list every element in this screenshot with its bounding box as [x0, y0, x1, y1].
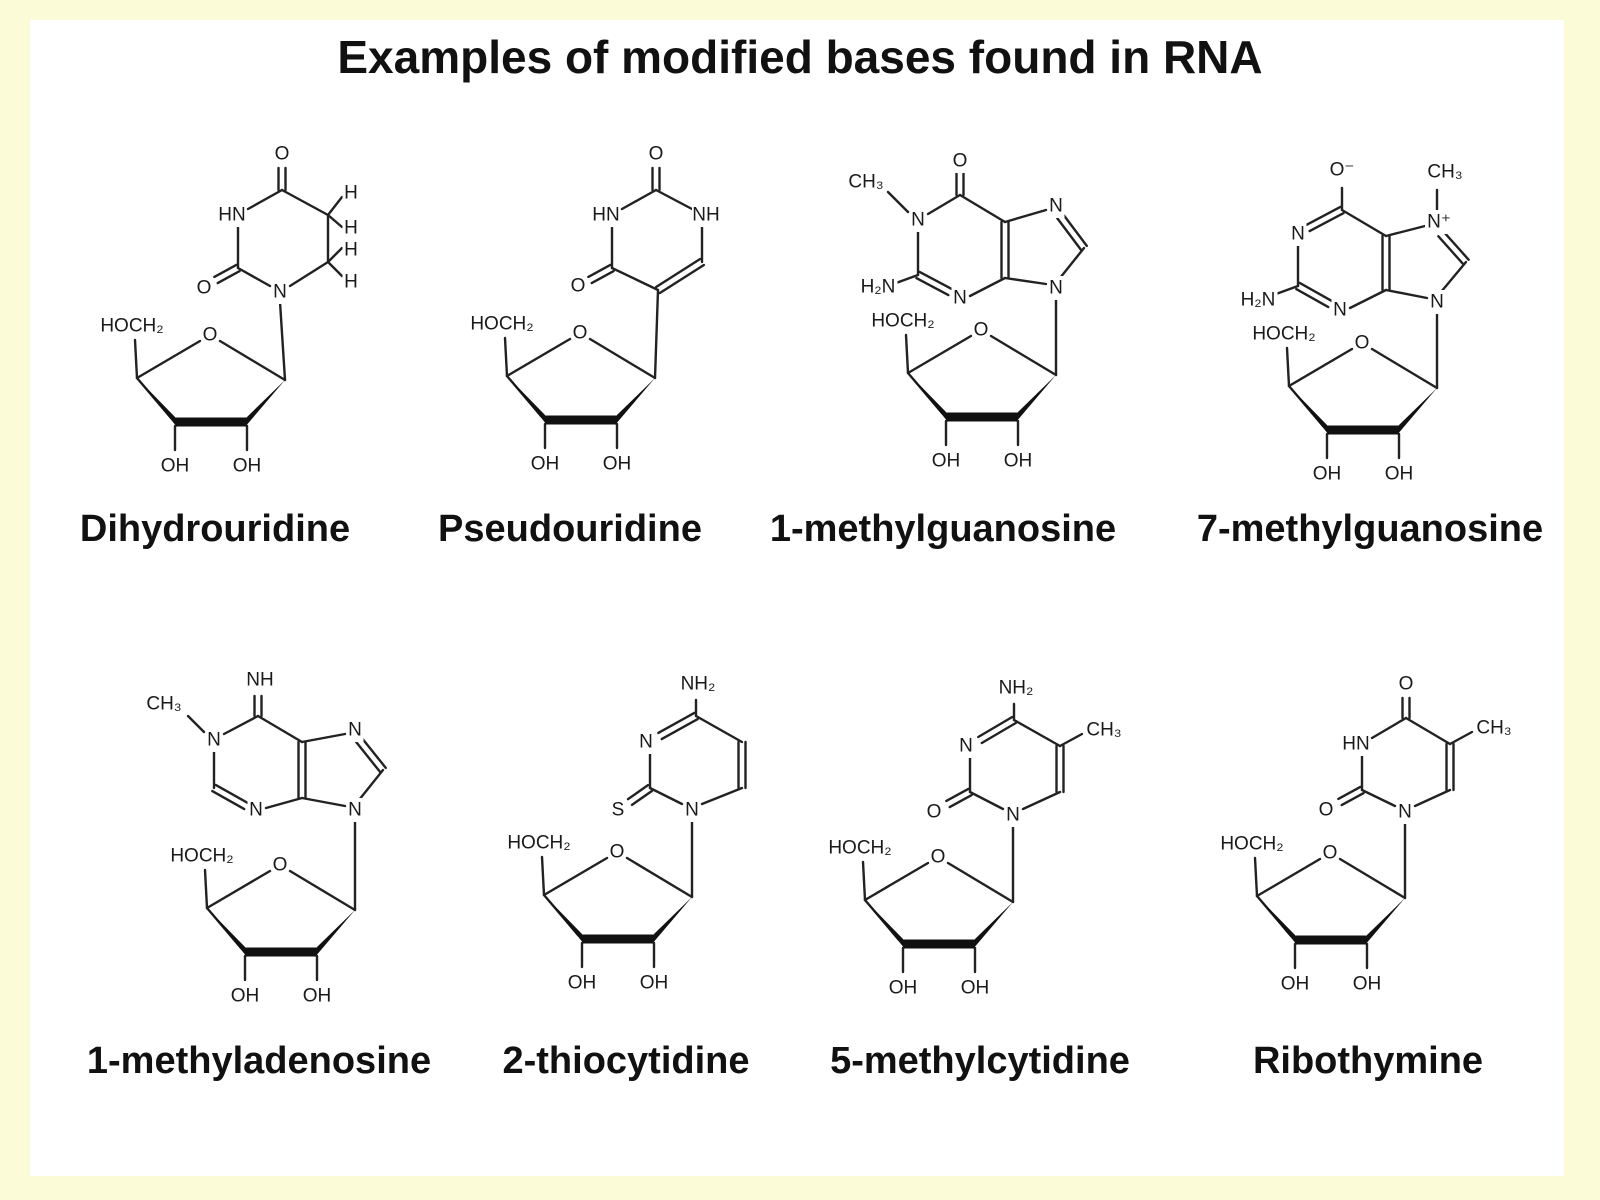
nitrogen-label: N — [1430, 292, 1444, 313]
hydrogen-label: H — [344, 272, 358, 293]
hydroxyl-label: OH — [233, 456, 262, 477]
hydroxyl-label: OH — [231, 986, 260, 1007]
structure-ribothymine: HOCH₂ O OH OH O O CH₃ N HN — [1220, 672, 1514, 996]
hydroxyl-label: OH — [889, 978, 918, 999]
nh-label: HN — [592, 205, 619, 226]
hydroxyl-label: OH — [568, 973, 597, 994]
hydroxyl-label: OH — [1281, 974, 1310, 995]
hydroxyl-label: OH — [1313, 464, 1342, 485]
carbonyl-oxygen-label: O — [953, 151, 968, 172]
methyl-label: CH₃ — [1086, 720, 1121, 741]
compound-name-7-methylguanosine: 7-methylguanosine — [1196, 508, 1544, 550]
hydroxyl-label: OH — [1353, 974, 1382, 995]
hydroxyl-label: OH — [932, 451, 961, 472]
compound-name-dihydrouridine: Dihydrouridine — [79, 508, 351, 550]
hoch2-label: HOCH₂ — [1220, 834, 1283, 855]
nitrogen-label: N — [911, 210, 925, 231]
hydrogen-label: H — [344, 240, 358, 261]
ring-oxygen-label: O — [610, 842, 625, 863]
compound-name-1-methylguanosine: 1-methylguanosine — [769, 508, 1117, 550]
hydroxyl-label: OH — [1004, 451, 1033, 472]
hoch2-label: HOCH₂ — [100, 316, 163, 337]
hoch2-label: HOCH₂ — [470, 314, 533, 335]
hoch2-label: HOCH₂ — [170, 846, 233, 867]
ring-oxygen-label: O — [203, 325, 218, 346]
methyl-label: CH₃ — [1476, 718, 1511, 739]
imine-label: NH — [246, 670, 273, 691]
nitrogen-label: N — [953, 288, 967, 309]
carbonyl-oxygen-label: O — [1319, 800, 1334, 821]
hoch2-label: HOCH₂ — [1252, 324, 1315, 345]
nitrogen-label: N — [1049, 278, 1063, 299]
ring-oxygen-label: O — [273, 855, 288, 876]
structure-7-methylguanosine: HOCH₂ O OH OH O⁻ CH₃ H₂N N N⁺ N N — [1238, 158, 1470, 486]
nh-label: HN — [1342, 734, 1369, 755]
structure-2-thiocytidine: HOCH₂ O OH OH S NH₂ N N — [507, 672, 747, 995]
ring-oxygen-label: O — [1355, 333, 1370, 354]
structure-1-methylguanosine: HOCH₂ O OH OH O CH₃ H₂N N N N N — [846, 149, 1089, 473]
hydroxyl-label: OH — [961, 978, 990, 999]
hoch2-label: HOCH₂ — [507, 833, 570, 854]
nitrogen-label: N — [639, 732, 653, 753]
nitrogen-label: N — [685, 800, 699, 821]
hoch2-label: HOCH₂ — [828, 838, 891, 859]
carbonyl-oxygen-label: O — [649, 144, 664, 165]
sulfur-label: S — [612, 800, 625, 821]
compound-name-ribothymine: Ribothymine — [1252, 1040, 1484, 1082]
carbonyl-oxygen-label: O — [571, 276, 586, 297]
methyl-label: CH₃ — [1427, 162, 1462, 183]
hydroxyl-label: OH — [303, 986, 332, 1007]
compound-name-pseudouridine: Pseudouridine — [438, 508, 702, 550]
methyl-label: CH₃ — [848, 172, 883, 193]
nitrogen-label: N — [1333, 300, 1347, 321]
hydroxyl-label: OH — [1385, 464, 1414, 485]
hydroxyl-label: OH — [640, 973, 669, 994]
nitrogen-label: N — [1398, 802, 1412, 823]
carbonyl-oxygen-label: O — [275, 144, 290, 165]
nitrogen-label: N — [249, 800, 263, 821]
structure-1-methyladenosine: HOCH₂ O OH OH NH CH₃ N N N N — [144, 668, 387, 1008]
nitrogen-label: N — [1049, 196, 1063, 217]
hydroxyl-label: OH — [603, 454, 632, 475]
page-title: Examples of modified bases found in RNA — [337, 31, 1263, 83]
nitrogen-label: N — [348, 720, 362, 741]
compound-name-5-methylcytidine: 5-methylcytidine — [830, 1040, 1130, 1082]
compound-name-2-thiocytidine: 2-thiocytidine — [502, 1040, 750, 1082]
hydrogen-label: H — [344, 183, 358, 204]
ring-oxygen-label: O — [974, 320, 989, 341]
nitrogen-label: N — [959, 736, 973, 757]
hoch2-label: HOCH₂ — [871, 311, 934, 332]
nitrogen-label: N — [1291, 224, 1305, 245]
structure-pseudouridine: HOCH₂ O OH OH O O HN NH — [470, 142, 720, 476]
carbonyl-oxygen-label: O — [1399, 674, 1414, 695]
ring-oxygen-label: O — [931, 847, 946, 868]
hydroxyl-label: OH — [161, 456, 190, 477]
oxyanion-label: O⁻ — [1330, 160, 1355, 181]
charged-nitrogen-label: N⁺ — [1427, 212, 1451, 233]
amino-label: H₂N — [1241, 290, 1276, 311]
structure-5-methylcytidine: HOCH₂ O OH OH O NH₂ CH₃ N N — [828, 676, 1124, 1000]
hydrogen-label: H — [344, 218, 358, 239]
nitrogen-label: N — [207, 730, 221, 751]
methyl-label: CH₃ — [146, 694, 181, 715]
nitrogen-label: N — [273, 282, 287, 303]
ring-oxygen-label: O — [573, 323, 588, 344]
amino-label: H₂N — [861, 277, 896, 298]
nh-label: NH — [692, 205, 719, 226]
carbonyl-oxygen-label: O — [927, 802, 942, 823]
carbonyl-oxygen-label: O — [197, 278, 212, 299]
amino-label: NH₂ — [999, 678, 1034, 699]
nitrogen-label: N — [1006, 805, 1020, 826]
compound-name-1-methyladenosine: 1-methyladenosine — [86, 1040, 432, 1082]
nh-label: HN — [218, 205, 245, 226]
amino-label: NH₂ — [681, 674, 716, 695]
hydroxyl-label: OH — [531, 454, 560, 475]
ring-oxygen-label: O — [1323, 843, 1338, 864]
nitrogen-label: N — [348, 800, 362, 821]
